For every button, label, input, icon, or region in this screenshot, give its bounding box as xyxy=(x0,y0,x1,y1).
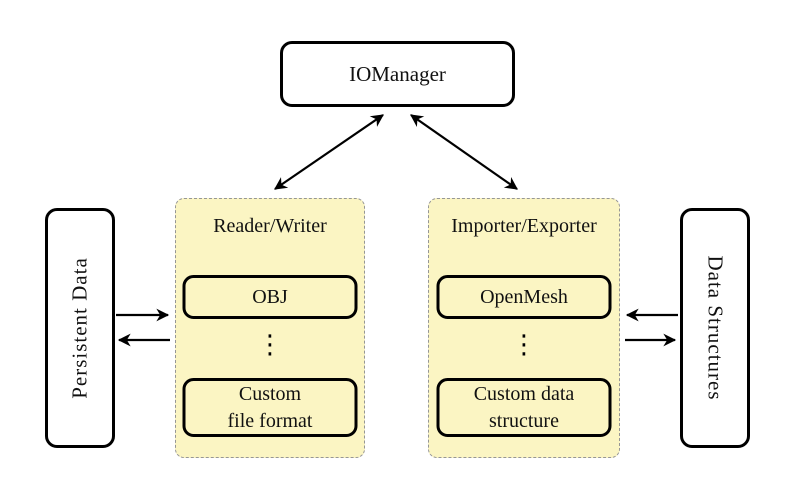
node-custom-data-structure: Custom data structure xyxy=(436,378,612,437)
node-iomanager-label: IOManager xyxy=(349,61,446,86)
node-iomanager: IOManager xyxy=(280,41,515,107)
node-openmesh-label: OpenMesh xyxy=(480,285,568,308)
group-importer-exporter-title: Importer/Exporter xyxy=(451,215,597,237)
node-custom-data-structure-line1: Custom data xyxy=(473,382,575,405)
node-data-structures: Data Structures xyxy=(680,208,750,448)
group-reader-writer-title: Reader/Writer xyxy=(213,215,327,237)
node-obj: OBJ xyxy=(182,275,358,319)
node-persistent-data: Persistent Data xyxy=(45,208,115,448)
arrow-iomanager-importerexporter xyxy=(410,114,518,190)
node-custom-file-format: Custom file format xyxy=(182,378,358,437)
node-custom-file-format-line2: file format xyxy=(227,409,313,432)
node-custom-file-format-line1: Custom xyxy=(238,382,302,405)
ellipsis-importer-exporter: ⋮ xyxy=(511,330,537,360)
node-persistent-data-label: Persistent Data xyxy=(67,257,92,399)
arrow-iomanager-readerwriter xyxy=(274,114,384,190)
group-importer-exporter: Importer/Exporter OpenMesh ⋮ Custom data… xyxy=(428,198,620,458)
node-openmesh: OpenMesh xyxy=(436,275,612,319)
node-data-structures-label: Data Structures xyxy=(703,255,728,401)
node-custom-data-structure-line2: structure xyxy=(489,409,559,432)
ellipsis-reader-writer: ⋮ xyxy=(257,330,283,360)
group-reader-writer: Reader/Writer OBJ ⋮ Custom file format xyxy=(175,198,365,458)
node-obj-label: OBJ xyxy=(252,285,288,308)
